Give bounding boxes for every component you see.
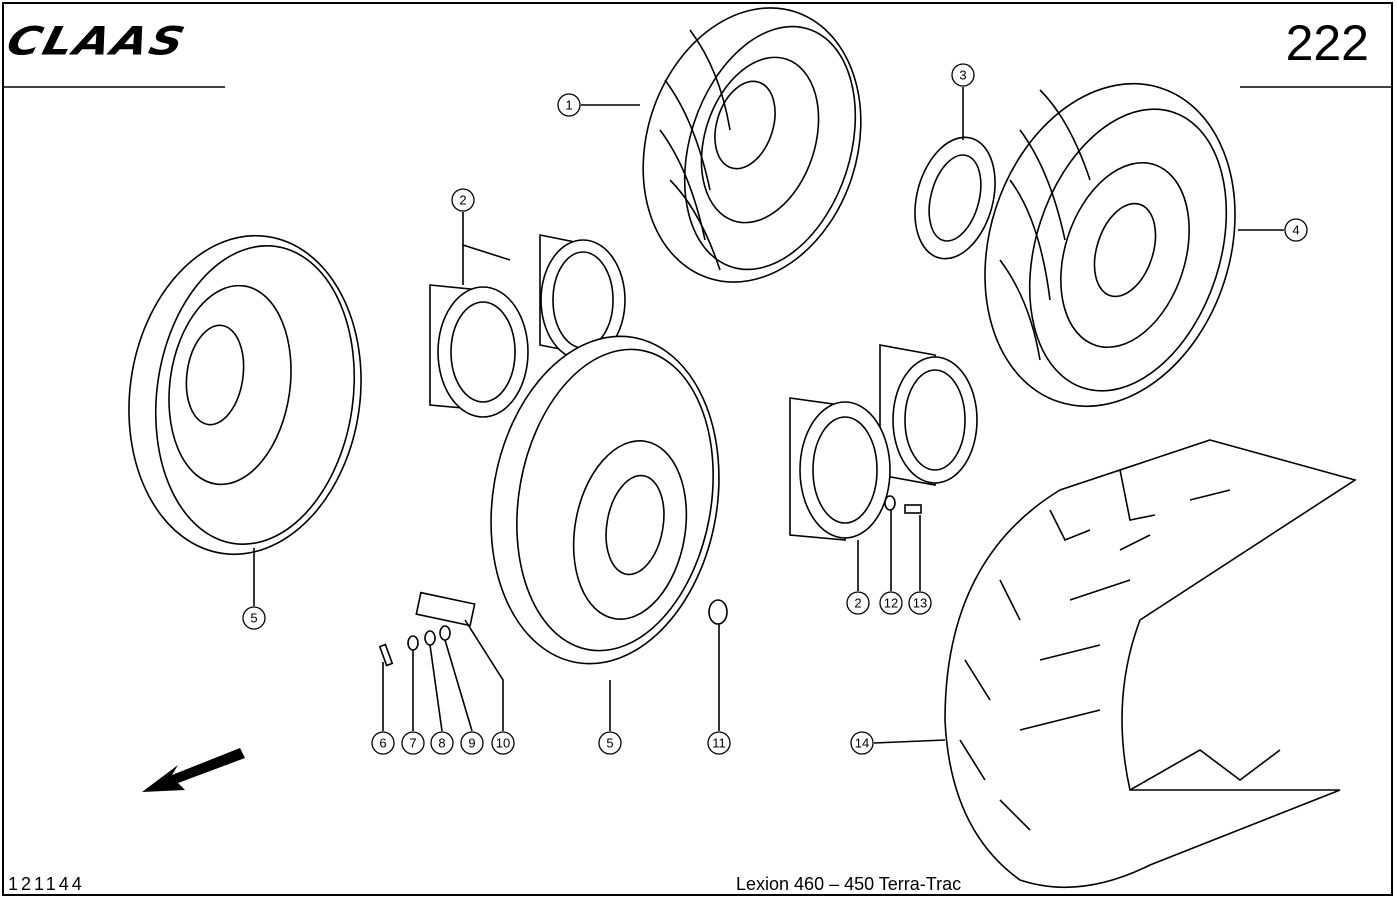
svg-text:3: 3: [959, 68, 966, 83]
callout-7[interactable]: 7: [401, 731, 425, 755]
part-1-drive-wheel[interactable]: [609, 0, 895, 311]
callout-11[interactable]: 11: [707, 731, 731, 755]
callout-10[interactable]: 10: [491, 731, 515, 755]
svg-text:2: 2: [854, 596, 861, 611]
svg-text:6: 6: [379, 736, 386, 751]
part-6-bolt[interactable]: [378, 643, 394, 667]
svg-text:5: 5: [250, 611, 257, 626]
part-2-bearing-upper[interactable]: [429, 234, 626, 418]
svg-text:7: 7: [409, 736, 416, 751]
drawing-caption: Lexion 460 – 450 Terra-Trac: [736, 874, 962, 894]
callout-1[interactable]: 1: [557, 93, 581, 117]
callout-3[interactable]: 3: [951, 63, 975, 87]
svg-text:2: 2: [459, 193, 466, 208]
part-10-plate[interactable]: [415, 591, 476, 627]
page-number: 222: [1285, 15, 1369, 71]
part-7-washer[interactable]: [407, 635, 419, 651]
part-3-gasket[interactable]: [902, 128, 1008, 267]
callout-4[interactable]: 4: [1284, 218, 1308, 242]
callout-2-lower[interactable]: 2: [846, 591, 870, 615]
leader-lines: [253, 87, 1284, 744]
callout-5-left[interactable]: 5: [242, 606, 266, 630]
svg-text:13: 13: [913, 596, 927, 611]
svg-text:8: 8: [438, 736, 445, 751]
part-2-bearing-lower[interactable]: [789, 344, 978, 541]
callout-2[interactable]: 2: [451, 188, 475, 212]
callout-5-center[interactable]: 5: [598, 731, 622, 755]
svg-text:12: 12: [884, 596, 898, 611]
callout-9[interactable]: 9: [460, 731, 484, 755]
svg-text:11: 11: [712, 736, 726, 751]
part-9-nut[interactable]: [439, 625, 451, 641]
svg-text:9: 9: [468, 736, 475, 751]
arrow-down-left-icon: [142, 748, 245, 792]
part-4-drive-wheel[interactable]: [945, 51, 1275, 439]
callout-14[interactable]: 14: [850, 731, 874, 755]
svg-text:5: 5: [606, 736, 613, 751]
svg-text:1: 1: [565, 98, 572, 113]
part-12-washer[interactable]: [884, 495, 896, 511]
part-5-track-roller-left[interactable]: [109, 221, 381, 570]
svg-text:14: 14: [855, 736, 869, 751]
svg-text:10: 10: [496, 736, 510, 751]
drawing-reference: 121144: [8, 874, 85, 894]
part-11-nut[interactable]: [708, 599, 728, 625]
part-5-track-roller-center[interactable]: [466, 318, 744, 682]
svg-text:4: 4: [1292, 223, 1299, 238]
callout-6[interactable]: 6: [371, 731, 395, 755]
part-8-washer[interactable]: [424, 630, 436, 646]
callout-13[interactable]: 13: [908, 591, 932, 615]
callout-12[interactable]: 12: [879, 591, 903, 615]
part-14-rubber-track[interactable]: [944, 439, 1357, 889]
callout-8[interactable]: 8: [430, 731, 454, 755]
part-13-bolt[interactable]: [904, 504, 922, 514]
